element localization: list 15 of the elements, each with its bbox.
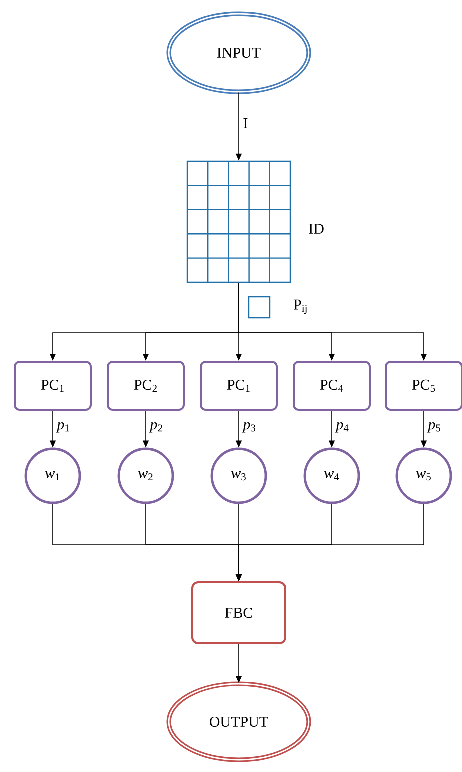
node-caption: ID (309, 224, 324, 234)
patch-label: P$_{ij}$ (294, 300, 307, 314)
edge-label: p$_{5}$ (427, 421, 442, 434)
process-box: PC$_{4}$ (293, 361, 371, 411)
edge-label: p$_{3}$ (242, 421, 258, 434)
edge-label: I (242, 118, 250, 130)
process-box: PC$_{1}$ (14, 361, 92, 411)
edge-label: p$_{2}$ (149, 421, 164, 434)
process-box: PC$_{1}$ (200, 361, 278, 411)
edge-label: p$_{1}$ (56, 421, 72, 434)
edge-label: p$_{4}$ (335, 421, 350, 434)
process-box: PC$_{2}$ (107, 361, 185, 411)
process-box: PC$_{5}$ (385, 361, 462, 411)
process-box: FBC (192, 582, 286, 644)
grid-drawing (186, 160, 292, 284)
